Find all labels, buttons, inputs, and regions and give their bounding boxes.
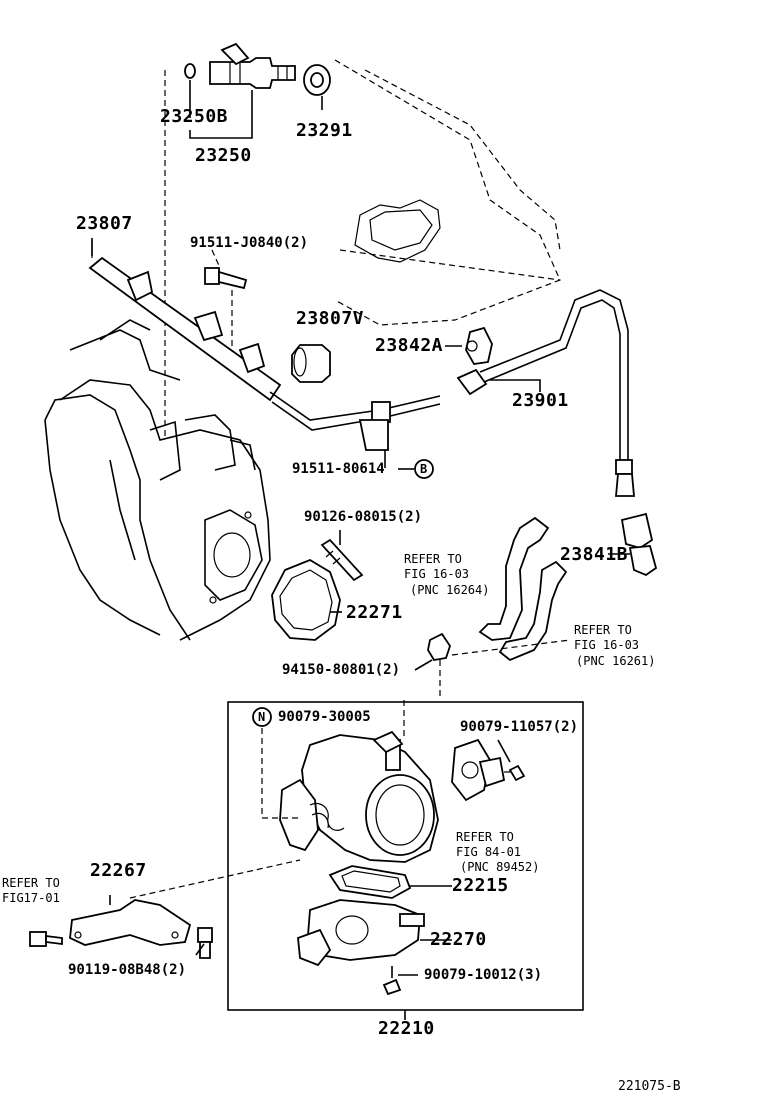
throttle-body: [261, 700, 439, 863]
intake-manifold: [44, 319, 271, 641]
fuel-delivery-pipe: [88, 240, 441, 451]
label-badge-n: N: [258, 710, 266, 724]
gasket-22215: [328, 865, 452, 899]
figure-code: 221075-B: [618, 1079, 681, 1094]
label-90119-08b48: 90119-08B48(2): [68, 962, 187, 978]
ref4-line2: FIG17-01: [2, 891, 60, 905]
label-23841b: 23841B: [560, 544, 629, 565]
label-22215: 22215: [452, 875, 509, 896]
label-22210: 22210: [378, 1018, 435, 1039]
isc-valve-22270: [297, 899, 452, 967]
label-22271: 22271: [346, 602, 403, 623]
label-23807v: 23807V: [296, 308, 365, 329]
water-bypass-hoses: [478, 516, 568, 662]
label-91511-j0840: 91511-J0840(2): [190, 235, 309, 251]
ref1-line3: (PNC 16264): [410, 583, 490, 597]
ref3-line1: REFER TO: [456, 830, 514, 844]
clamp-23842a: [465, 326, 493, 365]
callout-n-badge: [252, 707, 272, 727]
connector-23841b: [620, 512, 658, 577]
label-23807: 23807: [76, 213, 133, 234]
stud-bolts: [320, 538, 364, 582]
ref2-line3: (PNC 16261): [576, 654, 656, 668]
label-23250b: 23250B: [160, 106, 229, 127]
fuel-injector: [184, 42, 331, 139]
label-90079-30005: 90079-30005: [278, 709, 371, 725]
label-23291: 23291: [296, 120, 353, 141]
ref3-line2: FIG 84-01: [456, 845, 522, 859]
throttle-position-sensor: [451, 738, 526, 802]
screw-90079-10012: [382, 966, 402, 996]
label-23901: 23901: [512, 390, 569, 411]
bracket-22267: [69, 859, 301, 946]
ref1-line1: REFER TO: [404, 552, 462, 566]
label-badge-b: B: [420, 462, 428, 476]
bolt-90119-08b48: [197, 927, 213, 959]
label-22267: 22267: [90, 860, 147, 881]
bolt-91511-j0840: [204, 249, 248, 350]
ref2-line2: FIG 16-03: [574, 638, 640, 652]
label-90079-10012: 90079-10012(3): [424, 967, 543, 983]
label-91511-80614: 91511-80614: [292, 461, 385, 477]
ref1-line2: FIG 16-03: [404, 567, 470, 581]
ref3-line3: (PNC 89452): [460, 860, 540, 874]
label-23250: 23250: [195, 145, 252, 166]
label-23842a: 23842A: [375, 335, 444, 356]
engine-cover-outline: [334, 59, 561, 326]
insulator-23807v: [291, 344, 331, 383]
ref2-line1: REFER TO: [574, 623, 632, 637]
label-22270: 22270: [430, 929, 487, 950]
gasket-22271: [271, 558, 341, 641]
label-90079-11057: 90079-11057(2): [460, 719, 579, 735]
nut-94150-80801: [427, 632, 571, 700]
leader-lines: [91, 238, 630, 976]
bolt-left-bracket: [29, 931, 63, 947]
callout-b-badge: [414, 459, 434, 479]
label-90126-08015: 90126-08015(2): [304, 509, 423, 525]
label-94150-80801: 94150-80801(2): [282, 662, 401, 678]
ref4-line1: REFER TO: [2, 876, 60, 890]
fuel-hose-23901: [456, 289, 635, 497]
